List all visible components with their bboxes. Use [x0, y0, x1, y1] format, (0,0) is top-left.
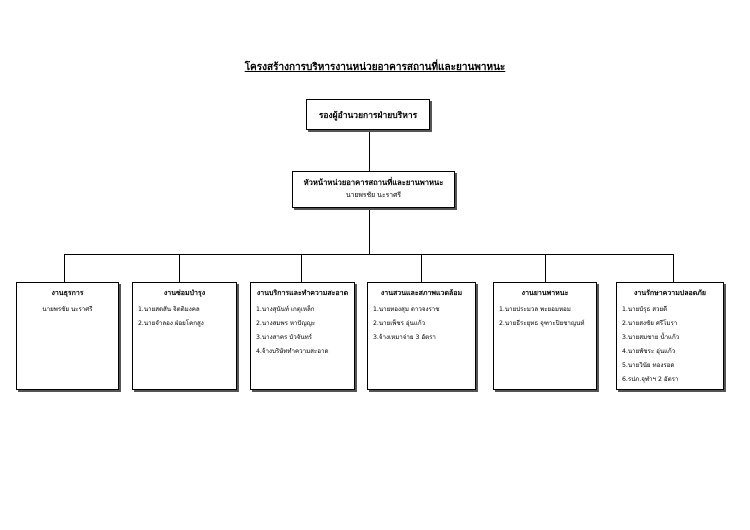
unit-label: งานสวนและสภาพแวดล้อม: [380, 289, 463, 297]
connector-drop-4: [545, 254, 547, 282]
unit-member: 3.นางสาคร บัวจันทร์: [256, 334, 312, 341]
unit-member: 1.นางสุนันท์ เกตุเหล็ก: [256, 306, 315, 313]
unit-member: 2.นายสงชัย ศรีโมรา: [622, 320, 678, 327]
connector-drop-5: [673, 254, 675, 282]
unit-member: 2.นางสมพร หาปัญญะ: [256, 320, 316, 327]
unit-label: งานรักษาความปลอดภัย: [633, 289, 707, 297]
unit-label: งานธุรการ: [51, 289, 84, 297]
unit-member: 2.นายธีระยุทธ จุฑาะปิยชาญนท์: [499, 320, 585, 327]
connector-drop-0: [64, 254, 66, 282]
connector-drop-1: [179, 254, 181, 282]
unit-box-vehicles: งานยานพาหนะ 1.นายประมวล พะยอมหอม 2.นายธี…: [493, 282, 597, 390]
connector-top-to-head: [369, 130, 371, 171]
connector-bus: [64, 254, 674, 256]
unit-box-general-admin: งานธุรการ นายพรชัย นะราศรี: [16, 282, 119, 390]
head-unit-label: หัวหน้าหน่วยอาคารสถานที่และยานพาหนะ: [303, 178, 444, 187]
unit-box-service-cleaning: งานบริการและทำความสะอาด 1.นางสุนันท์ เกต…: [250, 282, 355, 390]
unit-box-security: งานรักษาความปลอดภัย 1.นายบัรุธ สวยดี 2.น…: [616, 282, 724, 390]
head-unit-box: หัวหน้าหน่วยอาคารสถานที่และยานพาหนะ นายพ…: [292, 171, 455, 208]
unit-member: 6.รปภ.จุฬาฯ 2 อัตรา: [622, 376, 679, 383]
chart-title: โครงสร้างการบริหารงานหน่วยอาคารสถานที่แล…: [244, 62, 506, 73]
unit-member: 1.นายประมวล พะยอมหอม: [499, 306, 571, 313]
unit-member: 2.นายจำลอง ฝ่อยโคกสูง: [138, 320, 204, 327]
unit-label: งานบริการและทำความสะอาด: [256, 289, 349, 297]
unit-member: 1.นายบัรุธ สวยดี: [622, 306, 668, 313]
connector-drop-3: [421, 254, 423, 282]
connector-drop-2: [301, 254, 303, 282]
unit-member: 5.นายวินัย ทองรอด: [622, 362, 675, 369]
unit-member: 1.นายทองสุม ดาวจงราช: [373, 306, 440, 313]
unit-member: 2.นายเพ็ชร อุ่นแก้ว: [373, 320, 426, 327]
unit-member: 3.จ้างเหมาจ่าย 3 อัตรา: [373, 334, 436, 341]
head-unit-person: นายพรชัย นะราศรี: [345, 191, 402, 199]
connector-head-to-bus: [369, 208, 371, 255]
unit-label: งานซ่อมบำรุง: [163, 289, 206, 297]
unit-member: 4.จ้างบริษัททำความสะอาด: [256, 348, 329, 355]
deputy-director-box: รองผู้อำนวยการฝ่ายบริหาร: [306, 99, 430, 130]
unit-member: 4.นายพัชระ อุ่นแก้ว: [622, 348, 676, 355]
unit-member: 3.นายสมชาย น้ำแก้ว: [622, 334, 680, 341]
unit-label: งานยานพาหนะ: [521, 289, 569, 297]
unit-member: นายพรชัย นะราศรี: [42, 306, 93, 313]
unit-member: 1.นายสดสัน จิตติมงคล: [138, 306, 200, 313]
unit-box-maintenance: งานซ่อมบำรุง 1.นายสดสัน จิตติมงคล 2.นายจ…: [132, 282, 237, 390]
deputy-director-label: รองผู้อำนวยการฝ่ายบริหาร: [318, 110, 418, 121]
unit-box-garden-environment: งานสวนและสภาพแวดล้อม 1.นายทองสุม ดาวจงรา…: [367, 282, 476, 390]
